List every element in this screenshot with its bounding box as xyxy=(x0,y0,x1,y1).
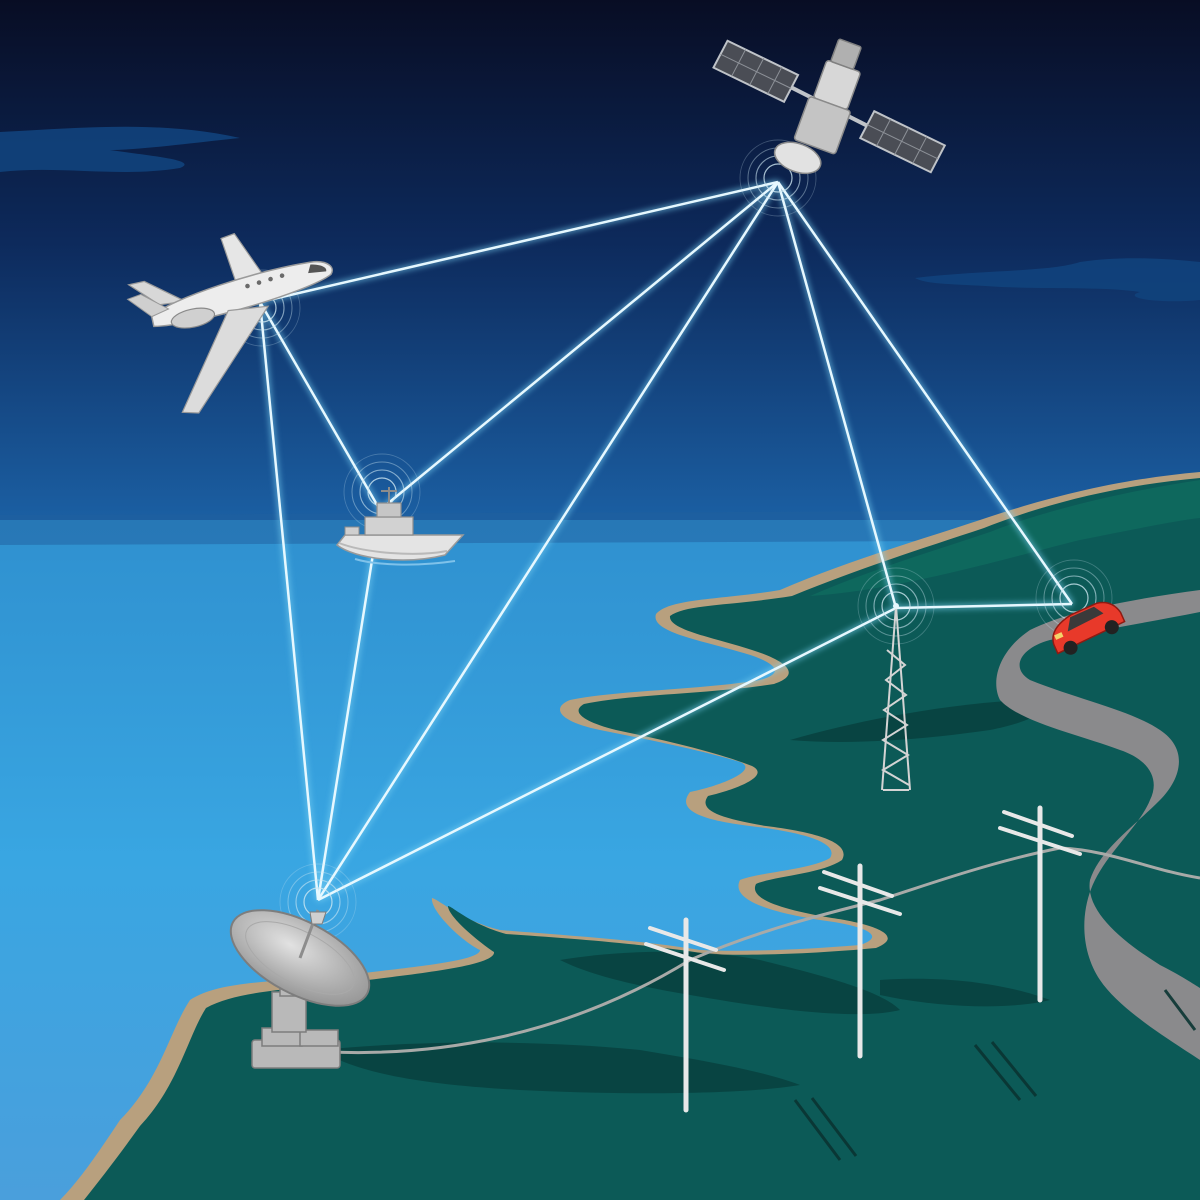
utility-pole-icon xyxy=(818,863,902,1059)
signal-links xyxy=(257,179,1075,903)
utility-pole-icon xyxy=(998,805,1082,1003)
solar-panel-right xyxy=(858,109,947,174)
satellite-dish-icon xyxy=(229,863,371,1069)
airplane-icon xyxy=(126,232,333,414)
satellite-icon xyxy=(712,38,947,217)
land-shadows xyxy=(320,700,1050,1094)
utility-pole-icon xyxy=(644,917,726,1113)
radio-tower-icon xyxy=(857,567,935,791)
link-satellite-ship xyxy=(379,181,779,511)
link-satellite-cell-tower xyxy=(776,181,898,609)
road xyxy=(996,590,1200,1060)
pole-shadows xyxy=(793,989,1197,1161)
link-cell-tower-ground-station xyxy=(317,606,897,902)
utility-poles xyxy=(329,805,1200,1161)
link-satellite-ground-station xyxy=(316,181,780,901)
link-aircraft-ship xyxy=(258,301,382,511)
land-highlight xyxy=(810,480,1200,596)
cloud-left xyxy=(0,126,240,172)
link-cell-tower-car xyxy=(895,602,1073,610)
car-icon xyxy=(1035,559,1126,655)
night-sky xyxy=(0,0,1200,540)
cloud-right xyxy=(915,258,1200,302)
land-mass xyxy=(84,478,1200,1200)
link-satellite-car xyxy=(776,181,1074,605)
ship-icon xyxy=(335,453,465,566)
solar-panel-left xyxy=(712,39,800,104)
clouds xyxy=(0,126,1200,302)
coastline xyxy=(60,472,1200,1200)
power-cable xyxy=(329,846,1200,1055)
link-satellite-aircraft xyxy=(259,180,779,304)
link-aircraft-ground-station xyxy=(258,301,320,901)
link-ship-ground-station xyxy=(316,509,382,901)
horizon-haze xyxy=(0,510,1200,545)
